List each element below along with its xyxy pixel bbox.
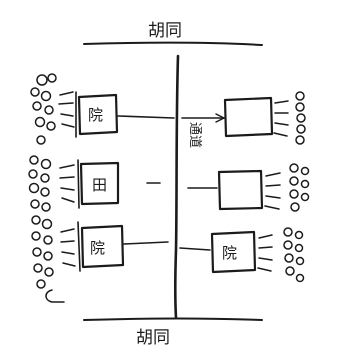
central-lane-line: [173, 54, 180, 320]
block-middle-left-label: 田: [92, 176, 107, 194]
block-upper-left: 院: [75, 91, 175, 138]
bottom-alley-line: [83, 317, 263, 321]
block-lower-right-label: 院: [222, 244, 237, 262]
bottom-alley-label: 胡同: [136, 328, 170, 348]
block-upper-right: [181, 96, 274, 138]
block-middle-right: [187, 169, 264, 211]
top-alley-label: 胡同: [148, 21, 182, 41]
block-lower-left: 院: [77, 221, 169, 272]
right-hatching: [257, 100, 289, 272]
right-trees: [283, 91, 310, 283]
top-alley-line: [83, 41, 263, 46]
block-upper-left-label: 院: [88, 106, 103, 124]
block-middle-left: 田: [77, 159, 161, 209]
left-trees: [28, 73, 65, 303]
block-lower-right: 院: [179, 230, 257, 274]
left-hatching: [58, 91, 76, 267]
block-lower-left-label: 院: [90, 239, 105, 257]
central-lane-label: 通道: [187, 122, 202, 148]
